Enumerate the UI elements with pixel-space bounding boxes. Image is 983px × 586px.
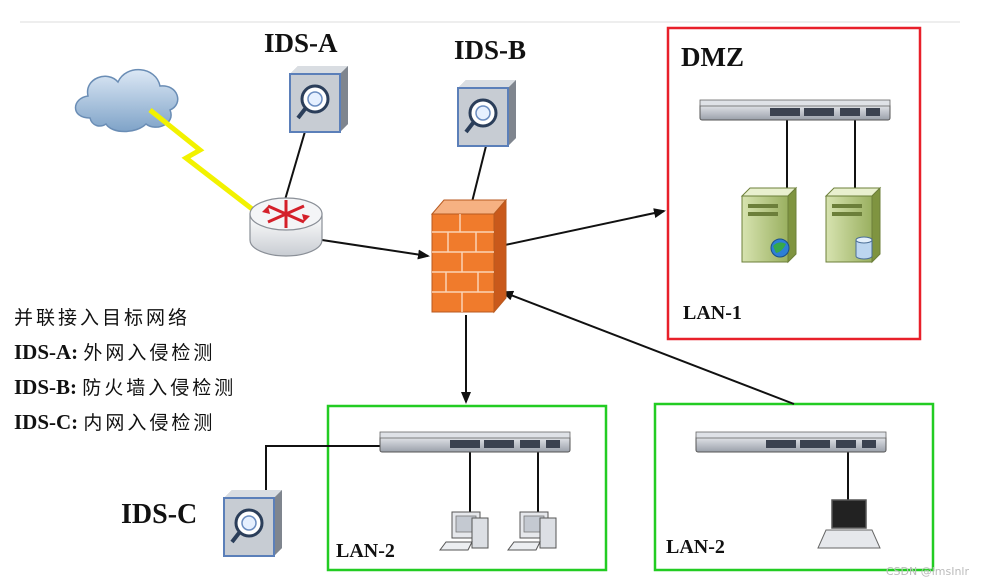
dmz-zone: [666, 26, 922, 341]
lan2-right-label: LAN-2: [666, 536, 725, 558]
arrow-lan2right-firewall: [501, 290, 795, 405]
lan2-left-switch-icon: [379, 431, 571, 453]
ids-c-label: IDS-C: [121, 499, 197, 530]
router-icon: [249, 197, 323, 257]
legend-row-ids-b: IDS-B: 防火墙入侵检测: [14, 375, 237, 399]
legend-title: 并联接入目标网络: [14, 307, 191, 329]
web-server-icon: [740, 186, 798, 264]
ids-b-icon: [456, 78, 518, 148]
lan2-left-zone: [326, 404, 608, 572]
internet-cloud-icon: [74, 68, 179, 133]
ids-a-label: IDS-A: [264, 28, 338, 58]
lightning-link-icon: [148, 108, 258, 214]
watermark: CSDN @lmsInlr: [885, 565, 969, 578]
lan2-left-label: LAN-2: [336, 540, 395, 562]
pc-1-icon: [439, 511, 489, 551]
legend: 并联接入目标网络 IDS-A: 外网入侵检测 IDS-B: 防火墙入侵检测 ID…: [14, 300, 236, 440]
pc-2-icon: [507, 511, 557, 551]
lan1-label: LAN-1: [683, 302, 742, 324]
link-idsc-switch: [265, 445, 462, 490]
firewall-icon: [430, 198, 508, 314]
laptop-icon: [817, 499, 881, 549]
arrow-router-firewall: [321, 239, 430, 260]
ids-a-icon: [288, 64, 350, 134]
lan2-right-switch-icon: [695, 431, 887, 453]
dmz-switch-icon: [699, 99, 891, 121]
legend-row-ids-a: IDS-A: 外网入侵检测: [14, 340, 216, 364]
dmz-label: DMZ: [681, 42, 744, 72]
arrow-firewall-dmz: [504, 208, 666, 246]
db-server-icon: [824, 186, 882, 264]
ids-c-icon: [222, 488, 284, 558]
legend-row-ids-c: IDS-C: 内网入侵检测: [14, 410, 216, 434]
ids-b-label: IDS-B: [454, 35, 526, 65]
